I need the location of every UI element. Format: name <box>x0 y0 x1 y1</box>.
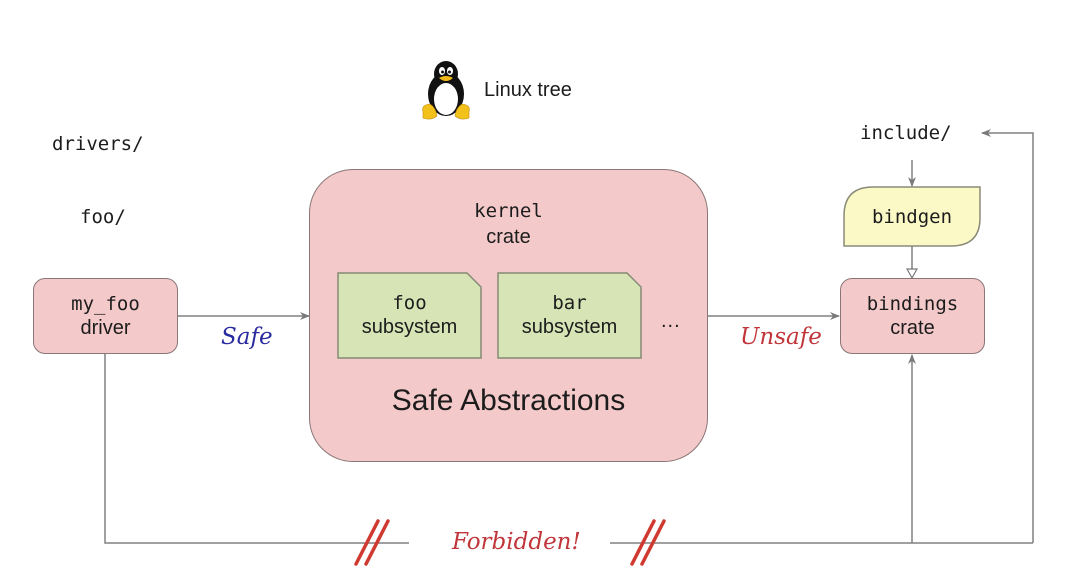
linux-tree-label: Linux tree <box>484 79 572 101</box>
bindgen-tool-box[interactable]: bindgen <box>843 186 981 247</box>
bar-subsystem-name: bar <box>552 292 587 314</box>
safe-abstractions-label: Safe Abstractions <box>391 384 626 417</box>
driver-box-name: my_foo <box>71 293 140 315</box>
foo-dir-label: foo/ <box>80 206 126 228</box>
bindings-crate-type: crate <box>890 317 935 339</box>
foo-subsystem-type: subsystem <box>361 316 458 338</box>
foo-subsystem-shape <box>337 272 482 359</box>
foo-subsystem-box[interactable]: foo subsystem <box>337 272 482 359</box>
unsafe-edge-label: Unsafe <box>740 324 822 350</box>
forbidden-slash-left <box>354 519 390 566</box>
kernel-crate-name: kernel <box>474 200 543 222</box>
driver-box-type: driver <box>80 317 131 339</box>
bindings-crate-name: bindings <box>866 293 959 315</box>
my-foo-driver-box[interactable]: my_foo driver <box>33 278 178 354</box>
drivers-dir-label: drivers/ <box>52 133 144 155</box>
bar-subsystem-type: subsystem <box>521 316 618 338</box>
linux-tree-header: Linux tree <box>417 58 597 122</box>
safe-edge-label: Safe <box>221 324 273 350</box>
bindings-crate-box[interactable]: bindings crate <box>840 278 985 354</box>
more-subsystems-ellipsis: ... <box>661 310 681 332</box>
forbidden-edge-label: Forbidden! <box>452 529 581 555</box>
kernel-crate-type: crate <box>486 226 531 248</box>
tux-penguin-icon <box>422 61 470 120</box>
bindgen-label: bindgen <box>871 205 953 228</box>
bindgen-shape <box>843 186 981 247</box>
kernel-crate-box[interactable]: kernel crate foo subsystem bar subsystem… <box>309 169 708 462</box>
return-to-include-arrow <box>981 129 1034 543</box>
foo-subsystem-name: foo <box>392 292 427 314</box>
forbidden-slash-right <box>630 519 666 566</box>
forbidden-path-left <box>104 354 258 544</box>
bar-subsystem-box[interactable]: bar subsystem <box>497 272 642 359</box>
include-dir-label: include/ <box>860 122 952 144</box>
bar-subsystem-shape <box>497 272 642 359</box>
